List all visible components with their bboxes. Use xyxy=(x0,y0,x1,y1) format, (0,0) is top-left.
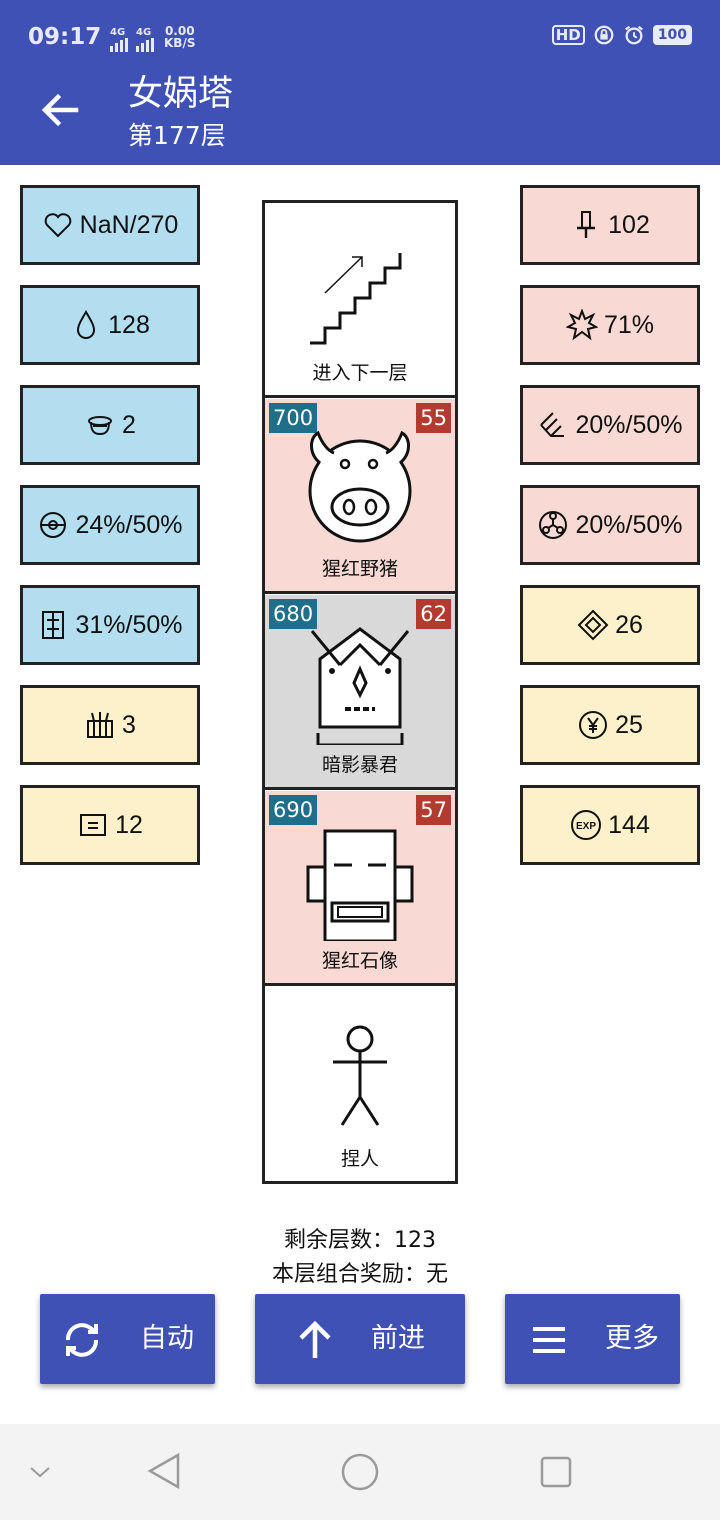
floor-name: 捏人 xyxy=(340,1148,379,1170)
stat-mp: 128 xyxy=(20,285,200,365)
stat-hp: NaN/270 xyxy=(20,185,200,265)
stat-helmet: 2 xyxy=(20,385,200,465)
signal-icon xyxy=(110,38,128,52)
status-time: 09:17 xyxy=(28,24,102,50)
stat-ring: 24%/50% xyxy=(20,485,200,565)
page-title: 女娲塔 xyxy=(128,74,234,114)
stat-shield: 31%/50% xyxy=(20,585,200,665)
refresh-icon xyxy=(66,1323,98,1357)
helmet-icon xyxy=(88,416,113,436)
navigation-bar xyxy=(0,1424,720,1520)
stat-gold: 25 xyxy=(520,685,700,765)
floor-name: 猩红野猪 xyxy=(321,558,398,580)
scroll-icon xyxy=(80,814,107,836)
stat-value: 102 xyxy=(608,210,650,239)
stat-crit: 71% xyxy=(520,285,700,365)
signal-label-2: 4G xyxy=(136,27,152,38)
atk-badge: 57 xyxy=(416,795,451,825)
combo-reward: 本层组合奖励：无 xyxy=(271,1262,448,1287)
tyrant-icon xyxy=(310,627,410,745)
speed-value: 0.00 xyxy=(164,24,195,38)
radiation-icon xyxy=(539,511,568,539)
tower-floor-statue[interactable]: 690 57 猩红石像 xyxy=(265,791,455,986)
speed-unit: KB/S xyxy=(164,36,196,50)
hp-badge: 700 xyxy=(269,403,318,433)
atk-badge: 55 xyxy=(416,403,451,433)
stat-value: NaN/270 xyxy=(79,210,179,239)
stat-treasure: 3 xyxy=(20,685,200,765)
more-button[interactable]: 更多 xyxy=(505,1294,680,1384)
menu-icon xyxy=(533,1327,565,1353)
chevron-down-icon[interactable] xyxy=(28,1460,52,1484)
stat-value: 144 xyxy=(608,810,650,839)
home-circle-icon[interactable] xyxy=(340,1452,380,1492)
stat-value: 24%/50% xyxy=(75,510,183,539)
tower-floor-stairs[interactable]: 进入下一层 xyxy=(265,203,455,398)
stairs-icon xyxy=(310,253,402,345)
hd-icon: HD xyxy=(551,25,585,45)
stat-value: 26 xyxy=(615,610,643,639)
atk-badge: 62 xyxy=(416,599,451,629)
auto-button[interactable]: 自动 xyxy=(40,1294,215,1384)
tower: 进入下一层 700 55 猩红野猪 680 62 暗 xyxy=(262,200,458,1184)
yen-coin-icon xyxy=(579,711,608,739)
stat-scroll: 12 xyxy=(20,785,200,865)
forward-button[interactable]: 前进 xyxy=(255,1294,465,1384)
lock-rotation-icon xyxy=(594,25,614,45)
remaining-floors: 剩余层数：123 xyxy=(284,1228,436,1253)
exp-icon: EXP xyxy=(571,810,602,840)
hp-badge: 690 xyxy=(269,795,318,825)
forward-button-label: 前进 xyxy=(371,1323,425,1354)
tower-floor-player[interactable]: 捏人 xyxy=(265,987,455,1181)
app-bar: 09:17 4G 4G 0.00 KB/S HD xyxy=(0,0,720,165)
tower-floor-boar[interactable]: 700 55 猩红野猪 xyxy=(265,399,455,594)
battery-icon: 100 xyxy=(652,25,692,45)
shield-icon xyxy=(42,611,65,639)
diamond-icon xyxy=(577,609,609,641)
auto-button-label: 自动 xyxy=(140,1323,194,1354)
stat-value: 128 xyxy=(108,310,150,339)
sword-icon xyxy=(577,211,596,238)
stat-attack: 102 xyxy=(520,185,700,265)
alarm-icon xyxy=(624,25,643,45)
stat-value: 2 xyxy=(122,410,136,439)
stat-value: 71% xyxy=(603,310,655,339)
floor-name: 进入下一层 xyxy=(312,362,408,384)
svg-text:EXP: EXP xyxy=(576,821,596,832)
floor-name: 猩红石像 xyxy=(321,950,398,972)
back-arrow-icon[interactable] xyxy=(38,88,82,132)
slash-icon xyxy=(540,412,565,437)
stat-value: 25 xyxy=(615,710,643,739)
stat-radiation: 20%/50% xyxy=(520,485,700,565)
status-icons: HD 100 xyxy=(551,24,692,46)
ring-icon xyxy=(40,512,67,538)
stat-value: 31%/50% xyxy=(75,610,183,639)
stat-value: 20%/50% xyxy=(575,510,683,539)
stat-exp: EXP 144 xyxy=(520,785,700,865)
arrow-up-icon xyxy=(299,1320,331,1358)
treasure-icon xyxy=(87,712,114,738)
boar-icon xyxy=(308,430,412,543)
floor-name: 暗影暴君 xyxy=(321,754,398,776)
hp-badge: 680 xyxy=(269,599,318,629)
statue-icon xyxy=(306,829,414,941)
network-speed: 0.00 KB/S xyxy=(164,25,195,49)
signal-label-1: 4G xyxy=(110,27,126,38)
recents-square-icon[interactable] xyxy=(538,1454,574,1490)
heart-icon xyxy=(44,213,71,238)
stat-value: 20%/50% xyxy=(575,410,683,439)
signal-icon xyxy=(136,38,154,52)
more-button-label: 更多 xyxy=(605,1323,659,1354)
status-bar: 09:17 4G 4G 0.00 KB/S HD xyxy=(0,18,720,58)
stat-value: 3 xyxy=(122,710,136,739)
stick-figure-icon xyxy=(333,1025,387,1126)
page-subtitle: 第177层 xyxy=(128,121,226,150)
tower-floor-tyrant[interactable]: 680 62 暗影暴君 xyxy=(265,595,455,790)
drop-icon xyxy=(77,310,96,339)
back-triangle-icon[interactable] xyxy=(146,1452,182,1490)
stat-gem: 26 xyxy=(520,585,700,665)
stat-value: 12 xyxy=(115,810,143,839)
stat-pierce: 20%/50% xyxy=(520,385,700,465)
burst-icon xyxy=(565,309,598,341)
